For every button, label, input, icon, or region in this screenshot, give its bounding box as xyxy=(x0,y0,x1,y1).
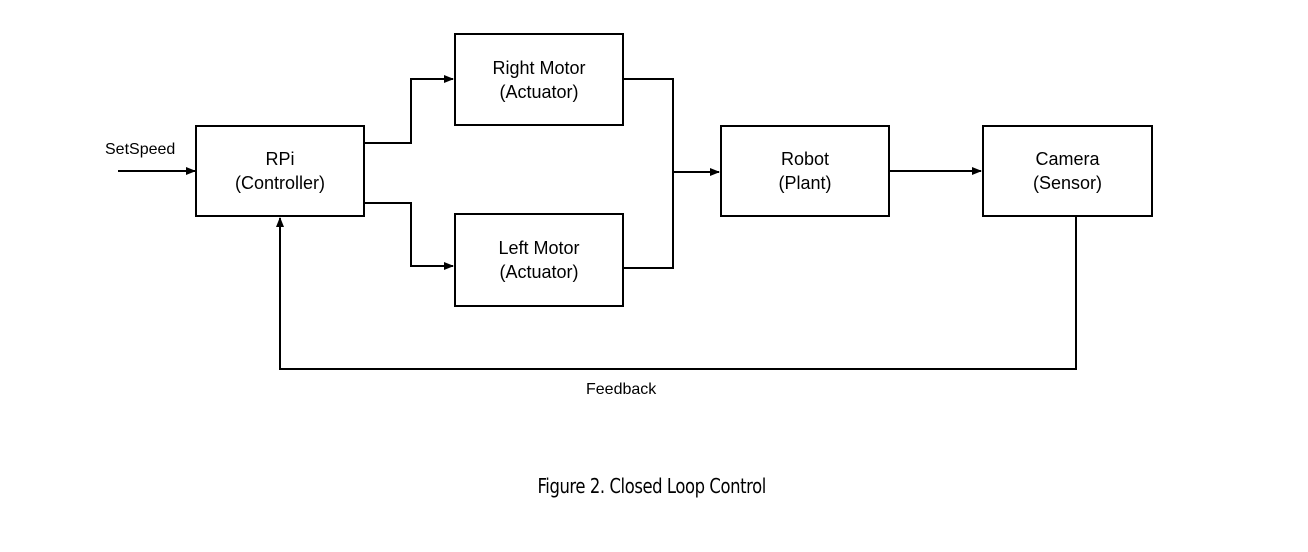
camera-title: Camera xyxy=(1035,149,1100,169)
right-motor-block: Right Motor (Actuator) xyxy=(454,33,624,126)
right-motor-output-connector xyxy=(624,78,674,172)
left-motor-subtitle: (Actuator) xyxy=(499,262,579,282)
rpi-to-right-motor-connector xyxy=(365,75,454,144)
rpi-controller-block: RPi (Controller) xyxy=(195,125,365,217)
rpi-to-left-motor-connector xyxy=(365,202,454,270)
feedback-label: Feedback xyxy=(586,381,657,398)
feedback-connector xyxy=(276,217,1077,370)
robot-title: Robot xyxy=(780,149,830,169)
right-motor-title: Right Motor xyxy=(492,57,586,78)
left-motor-block: Left Motor (Actuator) xyxy=(454,213,624,307)
left-motor-output-connector xyxy=(624,172,674,269)
camera-sensor-block: Camera (Sensor) xyxy=(982,125,1153,217)
camera-subtitle: (Sensor) xyxy=(1032,173,1103,193)
rpi-title: RPi xyxy=(265,149,295,169)
robot-plant-block: Robot (Plant) xyxy=(720,125,890,217)
left-motor-title: Left Motor xyxy=(498,238,580,258)
robot-subtitle: (Plant) xyxy=(778,173,832,193)
figure-caption: Figure 2. Closed Loop Control xyxy=(537,474,766,498)
setspeed-label: SetSpeed xyxy=(105,141,176,158)
rpi-subtitle: (Controller) xyxy=(234,173,326,193)
right-motor-subtitle: (Actuator) xyxy=(499,81,579,102)
